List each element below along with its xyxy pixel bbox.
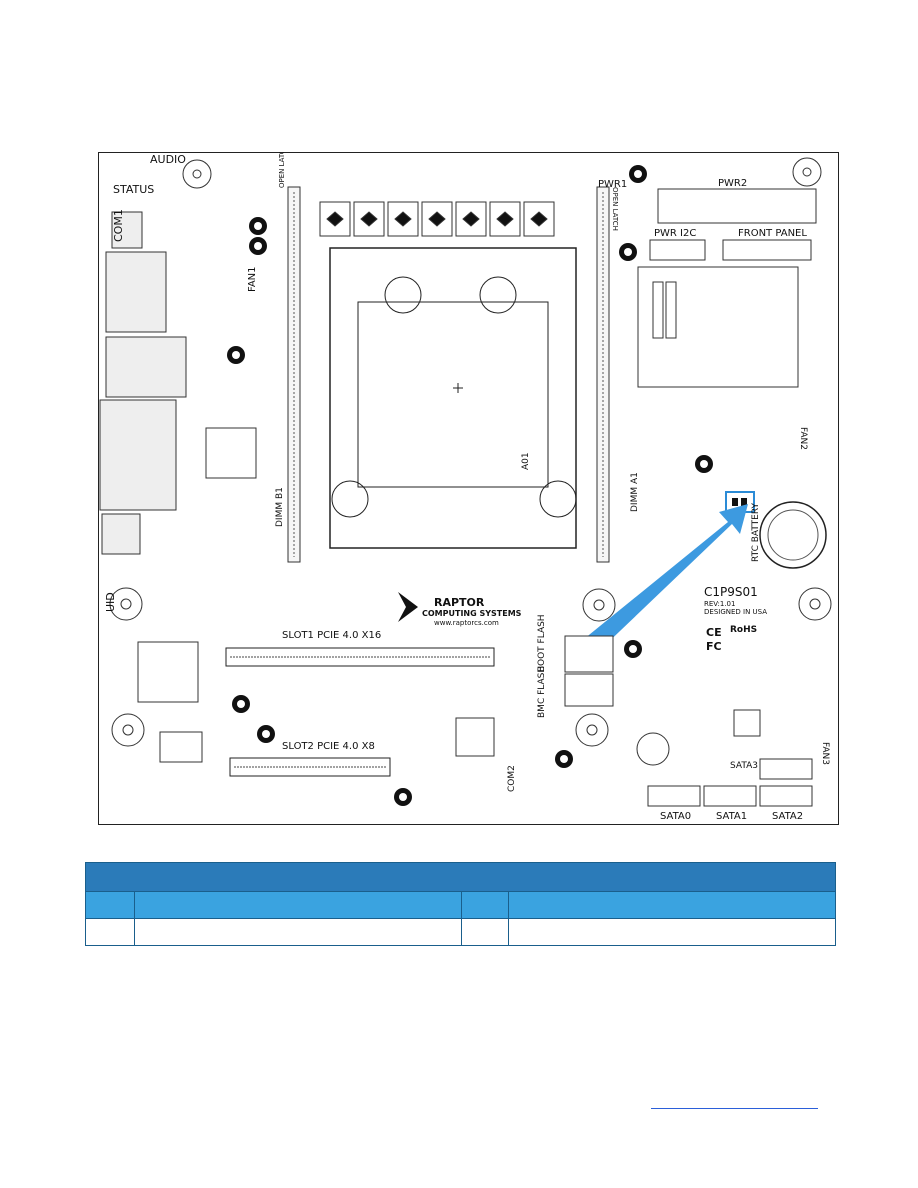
label-slot1: SLOT1 PCIE 4.0 X16	[282, 630, 381, 641]
sata-connectors	[647, 758, 813, 807]
motherboard-diagram: AUDIO STATUS COM1 FAN1 OPEN LATCH DIMM B…	[98, 152, 839, 825]
label-pwr2: PWR2	[718, 178, 747, 189]
label-status: STATUS	[113, 183, 154, 196]
fc-mark: FC	[706, 640, 722, 653]
table-cell	[461, 918, 509, 946]
brand-url: www.raptorcs.com	[434, 619, 499, 627]
label-a01: A01	[521, 452, 531, 470]
capacitors	[227, 165, 713, 806]
table-cell	[85, 918, 135, 946]
rear-io-ports	[99, 211, 187, 555]
rohs-mark: RoHS	[730, 625, 757, 635]
table-title	[85, 862, 836, 892]
label-audio: AUDIO	[150, 153, 186, 166]
label-fan1: FAN1	[247, 266, 258, 292]
label-sata0: SATA0	[660, 811, 691, 822]
model-designed: DESIGNED IN USA	[704, 608, 767, 616]
table-title-row	[85, 862, 836, 892]
bmc-region	[637, 266, 799, 388]
label-pwr-i2c: PWR I2C	[654, 228, 696, 239]
label-com2: COM2	[507, 765, 517, 792]
table-header-1	[85, 891, 135, 919]
label-rtc-battery: RTC BATTERY	[751, 502, 761, 562]
table-row	[85, 918, 836, 946]
brand-name: RAPTOR	[434, 596, 485, 609]
label-sata3: SATA3	[730, 761, 758, 771]
rtc-battery	[759, 501, 827, 569]
ce-mark: CE	[706, 626, 722, 639]
label-open-latch-b1: OPEN LATCH	[278, 152, 286, 188]
cpu-socket	[329, 247, 577, 549]
table-header-4	[508, 891, 836, 919]
label-sata2: SATA2	[772, 811, 803, 822]
table-header-2	[134, 891, 462, 919]
label-uid: UID	[104, 592, 117, 612]
jumper-table	[85, 862, 836, 946]
pcie-slot1	[225, 647, 495, 667]
label-dimm-b1: DIMM B1	[275, 487, 285, 527]
label-slot2: SLOT2 PCIE 4.0 X8	[282, 741, 375, 752]
ic-chips	[137, 427, 761, 766]
label-boot-flash: BOOT FLASH	[537, 614, 547, 672]
table-cell	[508, 918, 836, 946]
table-header-3	[461, 891, 509, 919]
pwr2-connector	[657, 188, 817, 224]
label-sata1: SATA1	[716, 811, 747, 822]
label-pwr1: PWR1	[598, 179, 627, 190]
pointer-arrow	[584, 504, 748, 652]
footer-link-underline[interactable]	[651, 1108, 818, 1109]
motherboard-layout: AUDIO STATUS COM1 FAN1 OPEN LATCH DIMM B…	[98, 152, 839, 825]
label-front-panel: FRONT PANEL	[738, 228, 807, 239]
vrm-inductors	[319, 201, 555, 237]
table-cell	[134, 918, 462, 946]
mounting-holes	[109, 157, 832, 747]
table-header-row	[85, 891, 836, 919]
label-bmc-flash: BMC FLASH	[537, 666, 547, 718]
model-revision: REV:1.01	[704, 600, 735, 608]
dimm-b1-slot	[287, 186, 301, 563]
dimm-a1-slot	[596, 186, 610, 563]
label-fan3: FAN3	[820, 742, 830, 765]
label-fan2: FAN2	[798, 427, 808, 450]
label-com1: COM1	[112, 209, 125, 242]
label-open-latch-a1: OPEN LATCH	[611, 187, 619, 231]
model-number: C1P9S01	[704, 585, 758, 599]
pcie-slot2	[229, 757, 391, 777]
pwr-i2c-header	[649, 239, 706, 261]
label-dimm-a1: DIMM A1	[630, 472, 640, 512]
front-panel-header	[722, 239, 812, 261]
raptor-logo: RAPTOR COMPUTING SYSTEMS www.raptorcs.co…	[398, 592, 522, 627]
flash-sockets	[564, 635, 614, 707]
brand-subtitle: COMPUTING SYSTEMS	[422, 609, 522, 618]
